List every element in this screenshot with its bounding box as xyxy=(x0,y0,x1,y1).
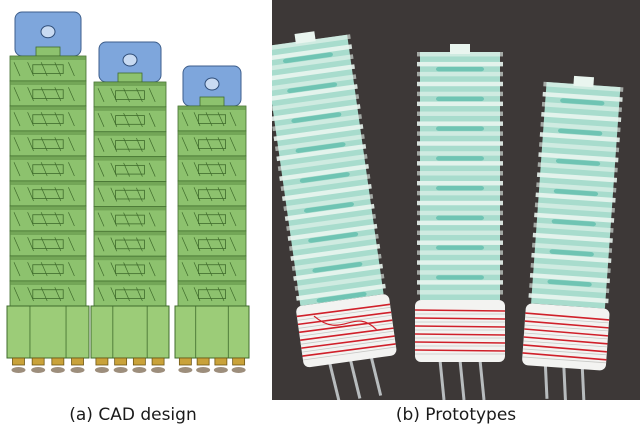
cad-fitting xyxy=(12,357,25,366)
cad-fitting xyxy=(132,357,146,366)
prototype-top xyxy=(573,75,595,88)
cad-module xyxy=(93,255,167,282)
cad-fitting xyxy=(95,357,109,366)
cad-module xyxy=(177,130,247,157)
prototype-tube xyxy=(580,367,586,400)
cad-actuator-1 xyxy=(6,11,90,373)
cad-module xyxy=(93,181,167,207)
cad-fitting xyxy=(151,357,165,366)
prototype-thread xyxy=(300,327,394,342)
prototype-base xyxy=(296,294,397,368)
cad-module xyxy=(177,280,247,307)
cad-fitting xyxy=(51,357,65,366)
prototype-tube xyxy=(348,359,362,399)
cad-module xyxy=(177,230,247,257)
cad-module xyxy=(9,155,87,182)
prototype-thread xyxy=(302,343,396,357)
prototype-tube xyxy=(438,359,446,400)
cad-module xyxy=(9,230,87,257)
cad-cap-port xyxy=(204,77,220,91)
panel-prototypes-photo xyxy=(272,0,640,400)
cad-module xyxy=(9,130,87,157)
cad-cap-port xyxy=(122,53,138,67)
prototype-actuators-photo xyxy=(272,0,640,400)
prototype-thread xyxy=(524,320,609,329)
cad-base xyxy=(6,305,90,359)
cad-module xyxy=(9,80,87,107)
cad-module xyxy=(177,105,247,132)
cad-module xyxy=(9,55,87,82)
prototype-thread xyxy=(298,319,393,334)
prototype-actuator-2 xyxy=(414,44,506,400)
prototype-thread xyxy=(313,315,377,330)
prototype-tube xyxy=(369,356,383,396)
cad-module xyxy=(93,106,167,133)
prototype-thread xyxy=(414,325,506,328)
cad-fitting xyxy=(214,357,228,366)
cad-module xyxy=(9,280,87,307)
prototype-actuator-3 xyxy=(522,75,624,400)
cad-module xyxy=(9,205,87,232)
prototype-thread xyxy=(297,311,392,326)
prototype-thread xyxy=(414,309,506,312)
panel-cad-design xyxy=(0,0,266,400)
cad-module xyxy=(177,205,247,232)
cad-module xyxy=(9,180,87,207)
cad-module xyxy=(9,105,87,132)
cad-module xyxy=(177,155,247,182)
cad-fitting xyxy=(71,357,84,366)
cad-base xyxy=(174,305,250,359)
cad-actuator-2 xyxy=(90,41,170,373)
cad-fitting xyxy=(178,357,192,366)
prototype-thread xyxy=(523,336,608,345)
prototype-base xyxy=(415,300,505,362)
prototype-thread xyxy=(414,341,506,344)
cad-cap-clip xyxy=(35,46,61,57)
cad-fitting xyxy=(232,357,246,366)
cad-module xyxy=(9,255,87,282)
prototype-thread xyxy=(523,344,607,353)
prototype-tube xyxy=(478,359,486,400)
prototype-thread xyxy=(524,328,609,337)
prototype-thread xyxy=(414,333,506,336)
cad-module xyxy=(93,280,167,307)
cad-module xyxy=(93,156,167,182)
prototype-thread xyxy=(525,312,610,321)
cad-module xyxy=(177,255,247,282)
cad-cap-clip xyxy=(117,72,143,83)
prototype-thread xyxy=(414,317,506,320)
prototype-top xyxy=(294,31,316,44)
prototype-thread xyxy=(414,349,506,352)
prototype-thread xyxy=(301,335,395,349)
cad-cap-port xyxy=(40,25,56,39)
cad-fitting xyxy=(196,357,210,366)
caption-cad-design: (a) CAD design xyxy=(69,405,197,425)
prototype-tube xyxy=(562,365,567,400)
cad-module xyxy=(93,81,167,108)
prototype-thread xyxy=(296,303,391,318)
prototype-tube xyxy=(543,364,549,399)
prototype-tube xyxy=(458,359,466,400)
prototype-thread xyxy=(522,352,607,361)
cad-module xyxy=(93,206,167,232)
cad-cap-clip xyxy=(199,96,225,107)
cad-fitting xyxy=(114,357,128,366)
prototype-tube xyxy=(328,361,341,400)
cad-module xyxy=(93,131,167,158)
cad-module xyxy=(93,230,167,257)
caption-prototypes: (b) Prototypes xyxy=(395,405,517,425)
prototype-top xyxy=(450,44,470,54)
cad-actuator-3 xyxy=(174,65,250,373)
prototype-actuator-1 xyxy=(272,31,397,400)
cad-actuators-drawing xyxy=(6,11,250,373)
cad-fitting xyxy=(31,357,45,366)
cad-base xyxy=(90,305,170,359)
cad-module xyxy=(177,180,247,207)
